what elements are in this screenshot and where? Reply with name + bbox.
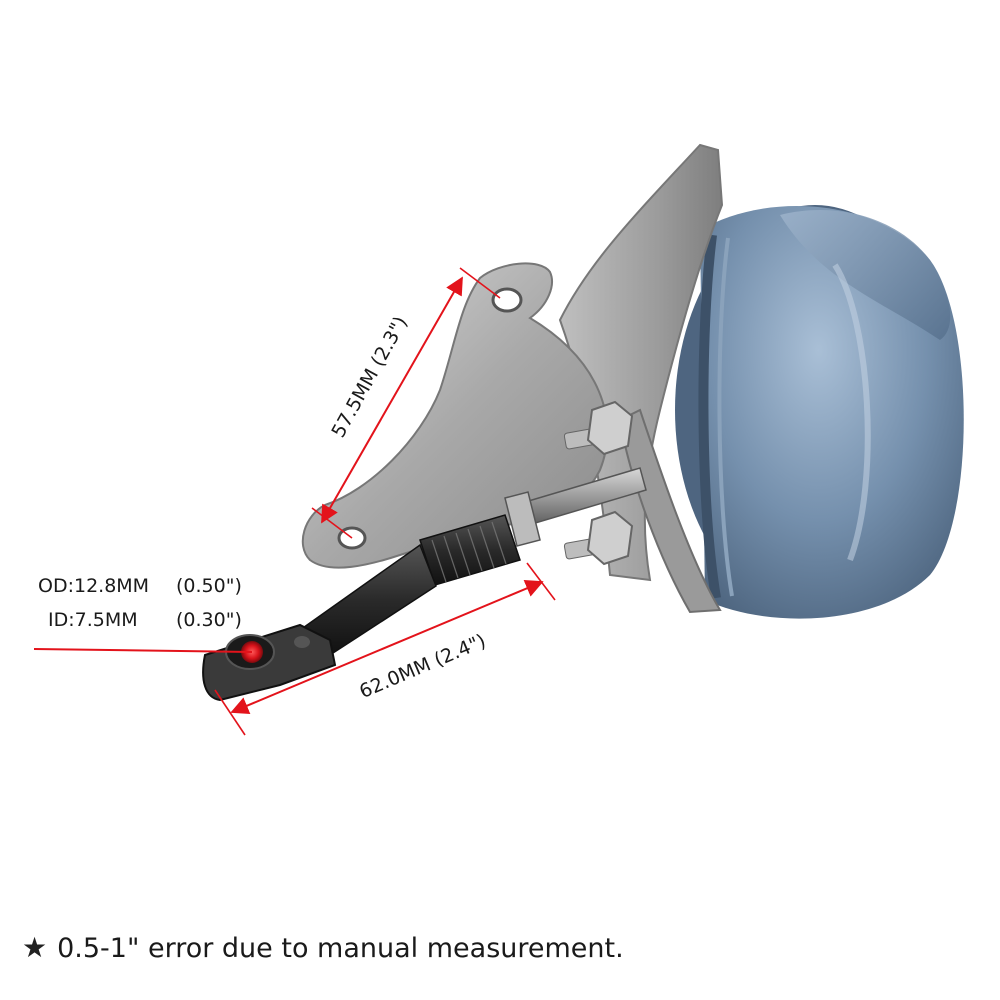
od-inch-label: (0.50") bbox=[176, 575, 242, 597]
id-label: ID:7.5MM bbox=[48, 609, 138, 631]
bracket-length-label: 57.5MM (2.3") bbox=[327, 313, 412, 442]
measurement-note: ★ 0.5-1" error due to manual measurement… bbox=[22, 926, 782, 970]
od-label: OD:12.8MM bbox=[38, 575, 149, 597]
star-icon: ★ bbox=[22, 931, 48, 964]
rod-length-label: 62.0MM (2.4") bbox=[356, 630, 489, 703]
rod-end-callout: OD:12.8MM (0.50") ID:7.5MM (0.30") bbox=[33, 575, 253, 653]
mounting-studs bbox=[563, 400, 634, 566]
measurement-note-text: 0.5-1" error due to manual measurement. bbox=[57, 932, 624, 964]
bracket-hole-top bbox=[491, 287, 523, 313]
actuator-canister bbox=[675, 205, 964, 619]
id-inch-label: (0.30") bbox=[176, 609, 242, 631]
